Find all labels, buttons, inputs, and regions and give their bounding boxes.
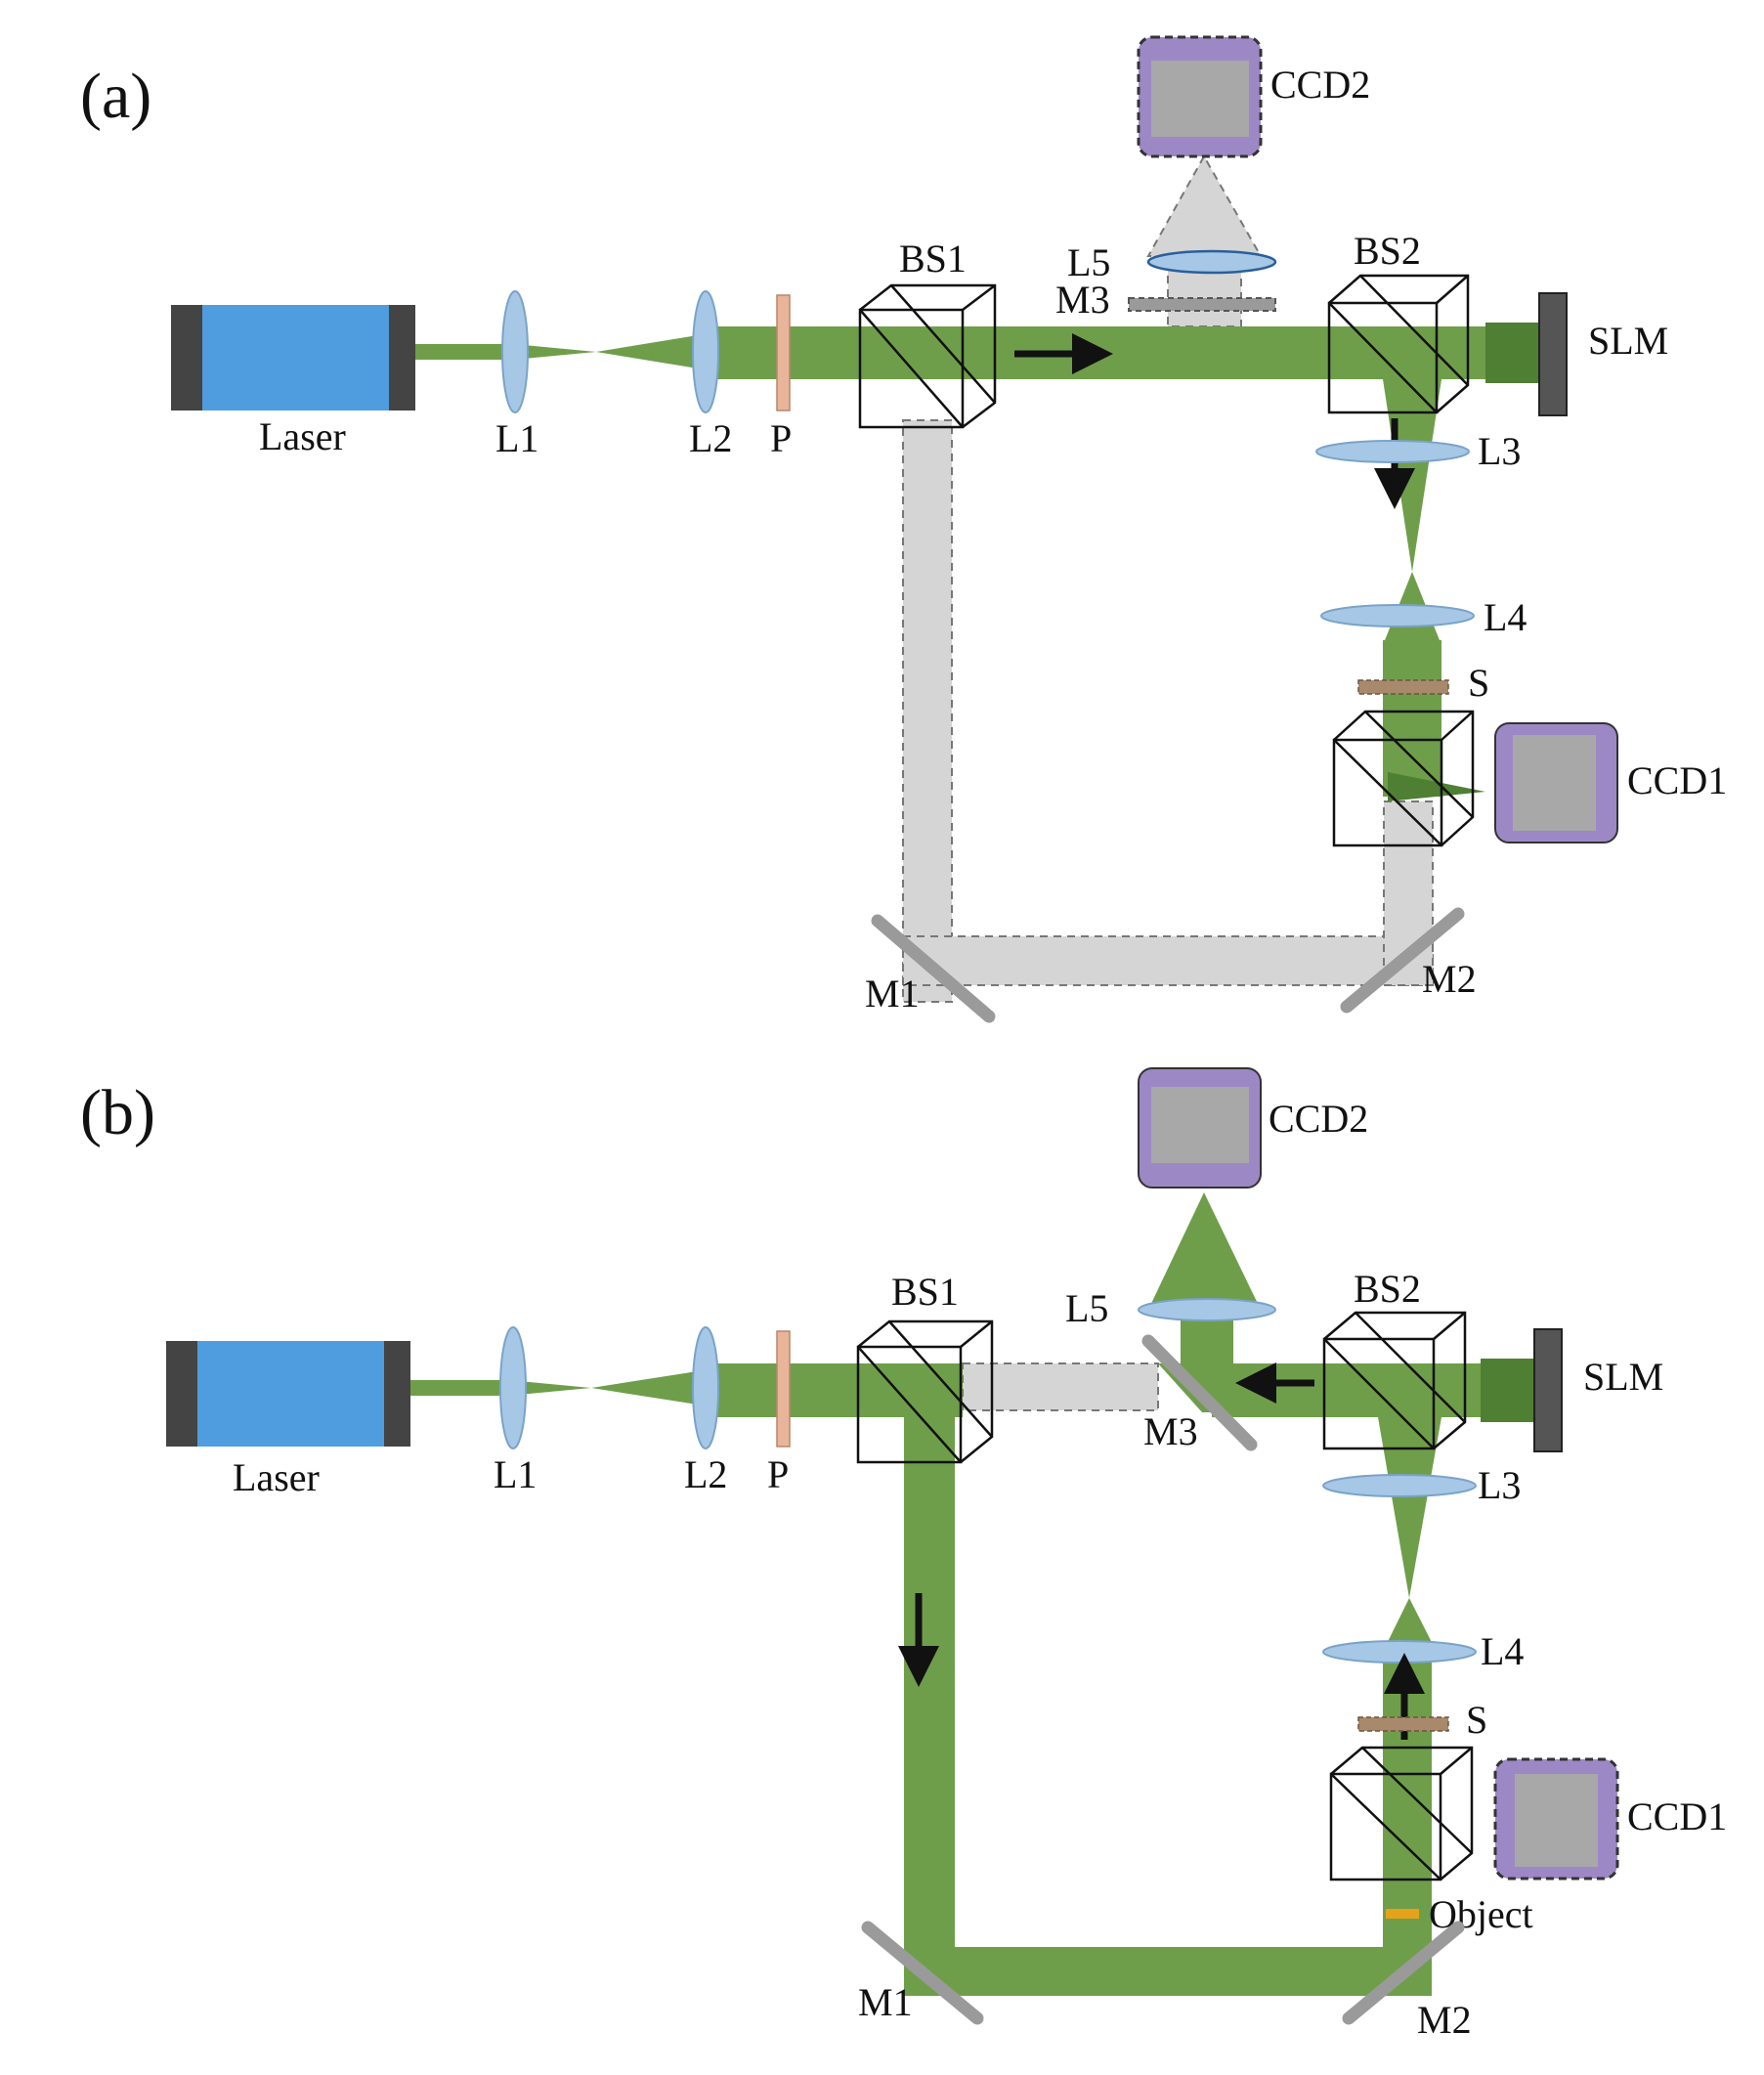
- panel-b-beam-splitter-bs1: [856, 1319, 994, 1464]
- panel-a-lens-l1: L1: [495, 290, 538, 460]
- panel-b-mirror-m1: M1: [858, 1921, 984, 2025]
- panel-a-lens-l5-label: L5: [1067, 240, 1110, 284]
- panel-a-laser: Laser: [171, 305, 415, 458]
- panel-b-beam-splitter-bs3: [1329, 1746, 1474, 1881]
- panel-a-lens-l2: L2: [689, 290, 732, 460]
- panel-b-object: Object: [1386, 1892, 1533, 1936]
- panel-a-bs2-label: BS2: [1354, 229, 1421, 273]
- panel-a-mirror-m3: M3: [1055, 278, 1276, 322]
- panel-b-lens-l2-label: L2: [684, 1452, 727, 1496]
- panel-b-object-label: Object: [1429, 1892, 1533, 1936]
- panel-b-polarizer-label: P: [767, 1452, 789, 1496]
- panel-a-lens-l3-label: L3: [1478, 429, 1521, 473]
- panel-a-sample: S: [1357, 661, 1489, 705]
- panel-b-lens-l1-label: L1: [494, 1452, 537, 1496]
- panel-a-beam-splitter-bs1: [858, 283, 997, 429]
- panel-b-bs1-label: BS1: [891, 1270, 959, 1314]
- panel-a-camera-ccd2: CCD2: [1137, 35, 1370, 158]
- panel-b-mirror-m3-label: M3: [1143, 1409, 1198, 1453]
- panel-a-lens-l4: L4: [1320, 595, 1527, 639]
- panel-a-polarizer-label: P: [770, 416, 792, 460]
- panel-a-mirror-m1: M1: [865, 914, 996, 1023]
- panel-b-slm-label: SLM: [1583, 1355, 1663, 1399]
- panel-b-laser-label: Laser: [233, 1455, 320, 1499]
- panel-b-mirror-m3: M3: [1141, 1334, 1258, 1453]
- panel-b-mirror-m2-label: M2: [1417, 1998, 1472, 2042]
- panel-a-reference-beam: [902, 153, 1434, 1003]
- panel-a-ccd1-label: CCD1: [1627, 758, 1727, 802]
- panel-b-bs2-label: BS2: [1354, 1267, 1421, 1311]
- panel-a-bs1-label: BS1: [899, 237, 967, 281]
- panel-b-ccd1-label: CCD1: [1627, 1794, 1727, 1838]
- panel-a-camera-ccd1: CCD1: [1494, 722, 1727, 843]
- panel-b-lens-l5-label: L5: [1065, 1286, 1108, 1330]
- panel-b-lens-l4: L4: [1322, 1629, 1524, 1673]
- panel-a-lens-l1-label: L1: [495, 416, 538, 460]
- panel-b-lens-l4-label: L4: [1481, 1629, 1524, 1673]
- panel-a-polarizer: P: [770, 294, 792, 460]
- panel-a-label: (a): [80, 61, 151, 132]
- panel-b-mirror-m2: M2: [1342, 1921, 1472, 2042]
- panel-a-object-beam: [415, 323, 1544, 801]
- panel-a-slm: SLM: [1538, 292, 1668, 416]
- panel-b-lens-l3: L3: [1322, 1463, 1521, 1507]
- panel-a: (a) Laser: [80, 35, 1727, 1023]
- panel-b-lens-l1: L1: [494, 1326, 537, 1496]
- panel-a-lens-l3: L3: [1315, 429, 1521, 473]
- panel-a-lens-l2-label: L2: [689, 416, 732, 460]
- panel-b-camera-ccd1: CCD1: [1493, 1757, 1727, 1880]
- panel-b-laser: Laser: [166, 1341, 410, 1499]
- panel-a-mirror-m2: M2: [1340, 907, 1477, 1014]
- panel-a-slm-label: SLM: [1588, 319, 1668, 363]
- panel-b-lens-l5: L5: [1065, 1286, 1276, 1330]
- panel-b-label: (b): [80, 1077, 155, 1148]
- panel-b-ccd2-label: CCD2: [1269, 1097, 1368, 1141]
- panel-a-ccd2-label: CCD2: [1270, 63, 1370, 107]
- panel-a-lens-l5: L5: [1067, 240, 1277, 284]
- panel-b-lens-l2: L2: [684, 1326, 727, 1496]
- panel-a-beam-splitter-bs3: [1332, 710, 1475, 847]
- panel-b-mirror-m1-label: M1: [858, 1980, 913, 2024]
- panel-b-beam-splitter-bs2: [1322, 1311, 1467, 1450]
- panel-a-sample-label: S: [1468, 661, 1489, 705]
- panel-b-lens-l3-label: L3: [1478, 1463, 1521, 1507]
- panel-b-polarizer: P: [767, 1330, 791, 1496]
- panel-b: (b) Laser: [80, 1067, 1727, 2042]
- panel-a-laser-label: Laser: [259, 414, 346, 458]
- panel-a-mirror-m1-label: M1: [865, 972, 920, 1016]
- panel-b-sample: S: [1357, 1698, 1487, 1742]
- panel-b-sample-label: S: [1466, 1698, 1487, 1742]
- panel-b-camera-ccd2: CCD2: [1138, 1067, 1368, 1189]
- panel-a-lens-l4-label: L4: [1484, 595, 1527, 639]
- panel-a-mirror-m3-label: M3: [1055, 278, 1110, 322]
- panel-a-beam-splitter-bs2: [1327, 274, 1470, 414]
- panel-a-mirror-m2-label: M2: [1422, 957, 1477, 1001]
- panel-b-slm: SLM: [1533, 1328, 1663, 1452]
- panel-b-reference-beam: [962, 1362, 1159, 1411]
